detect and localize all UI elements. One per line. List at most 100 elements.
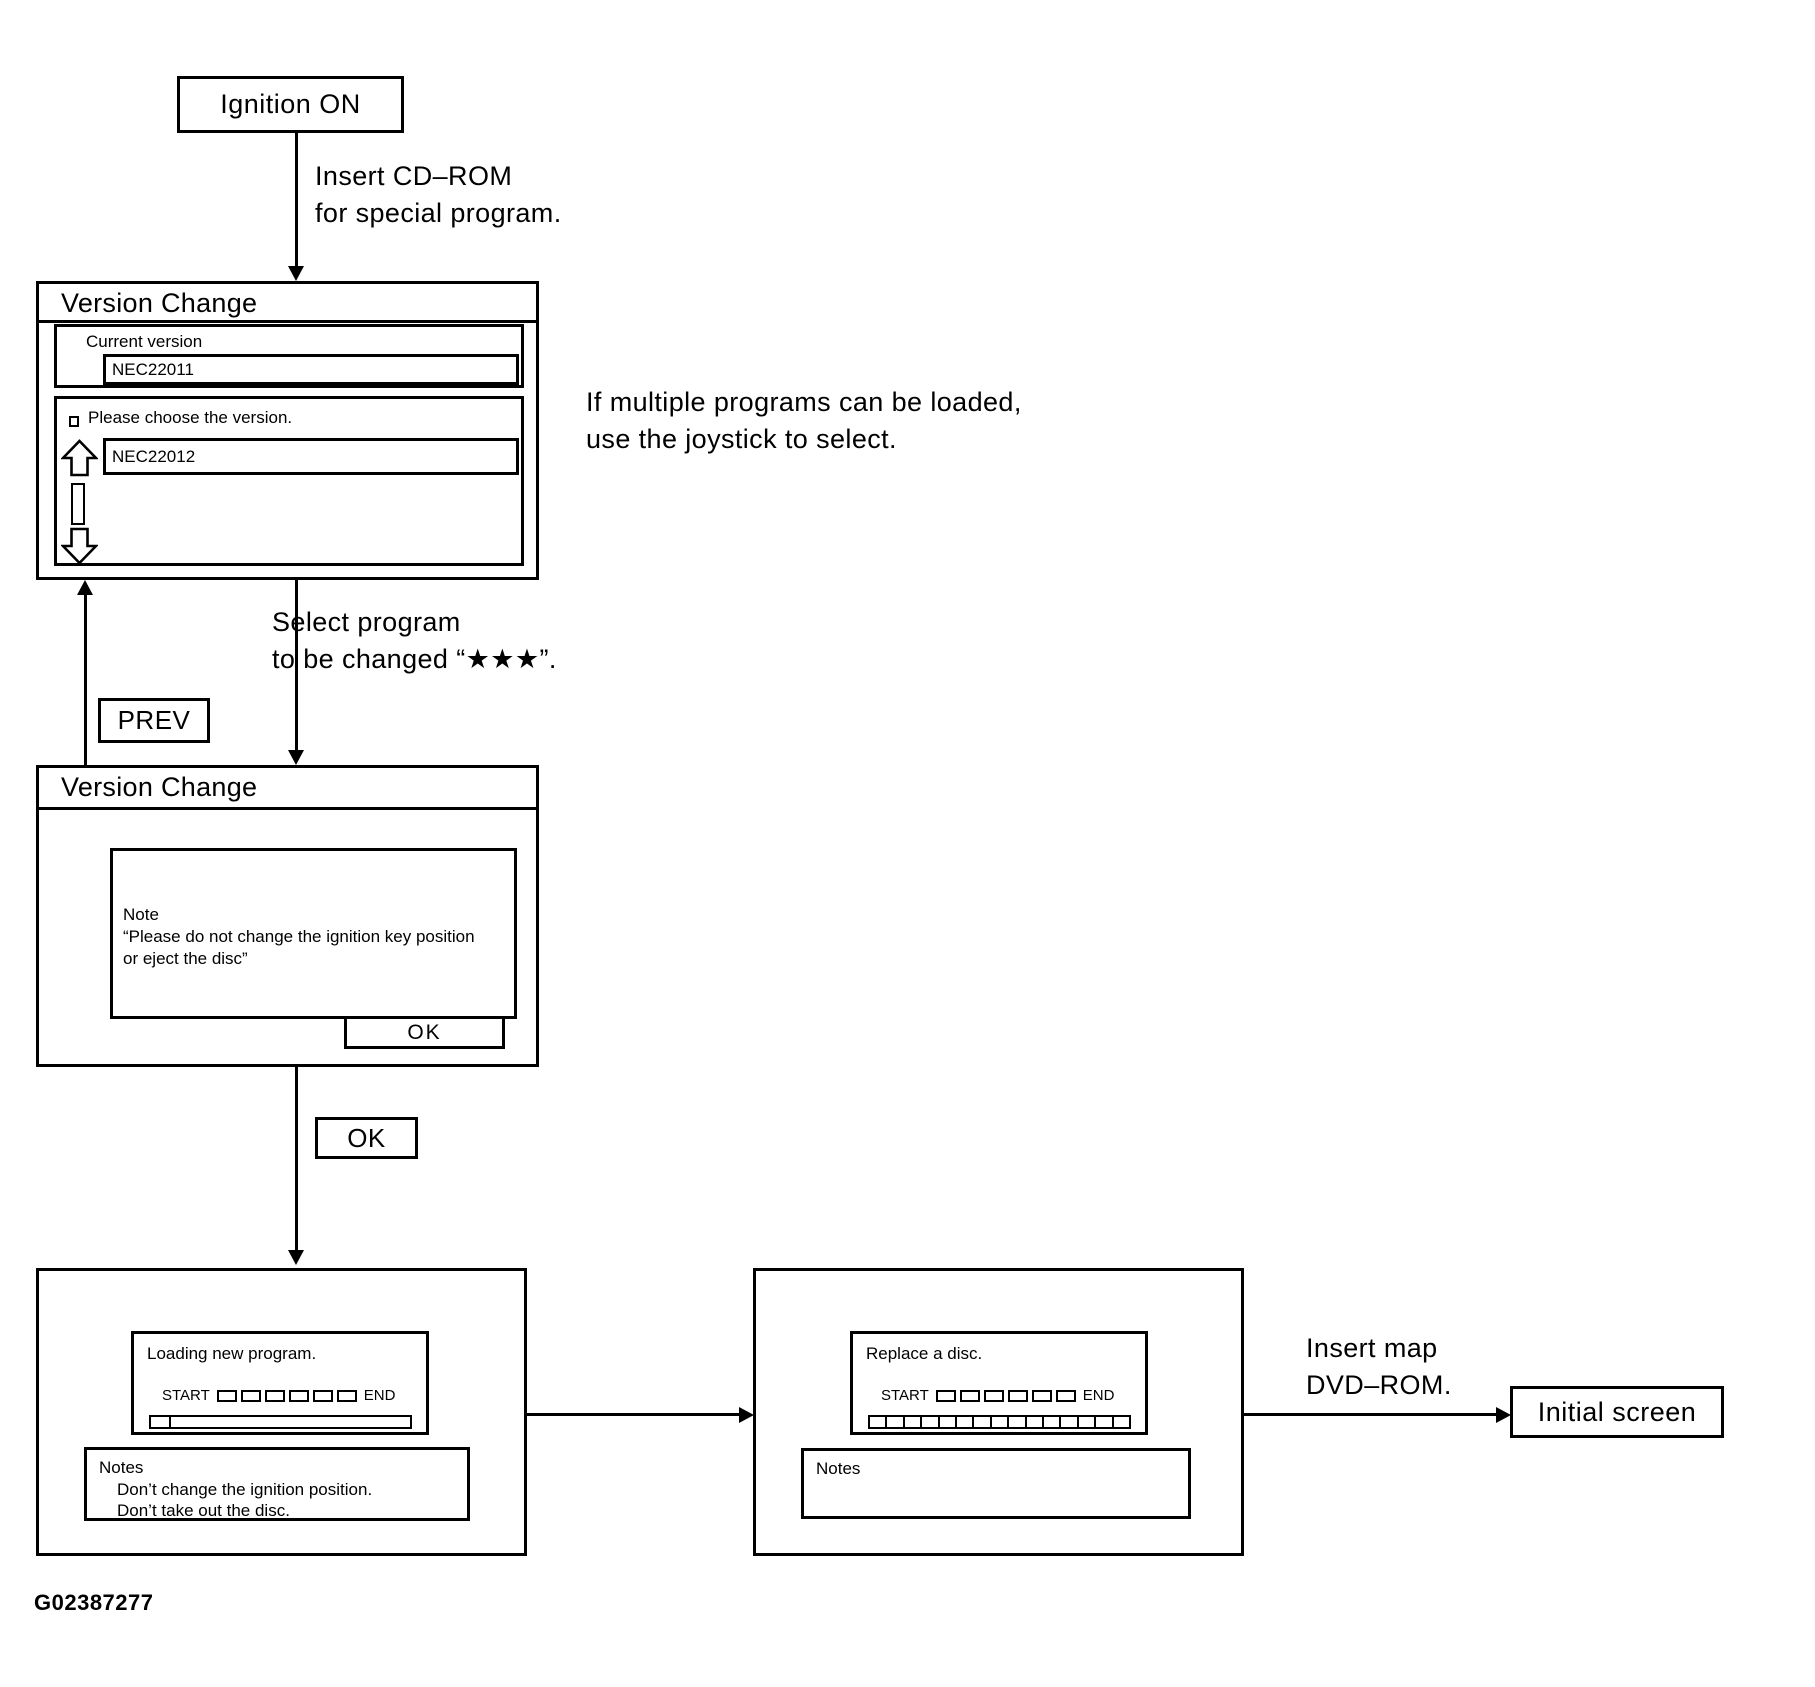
select-program-note-line2: to be changed “★★★”. <box>272 644 557 674</box>
pcell-segment <box>957 1417 975 1427</box>
connector-screen1-to-screen2 <box>295 580 298 752</box>
mbox-segment <box>216 1389 237 1402</box>
meter-boxes <box>935 1389 1076 1402</box>
pcell-segment <box>940 1417 958 1427</box>
joystick-note-line2: use the joystick to select. <box>586 424 897 454</box>
current-version-field: NEC22011 <box>103 354 519 385</box>
ok-node: OK <box>315 1117 418 1159</box>
initial-screen-node: Initial screen <box>1510 1386 1724 1438</box>
note-line-1: Don’t change the ignition position. <box>117 1480 373 1499</box>
pcell-segment <box>887 1417 905 1427</box>
joystick-note-line1: If multiple programs can be loaded, <box>586 387 1022 417</box>
mbox-segment <box>959 1389 980 1402</box>
mbox-segment <box>935 1389 956 1402</box>
pcell-segment <box>992 1417 1010 1427</box>
note-line2: or eject the disc” <box>123 949 248 968</box>
selected-version-value: NEC22012 <box>112 446 196 466</box>
title-divider <box>39 807 536 810</box>
replace-meter-row: START END <box>881 1387 1114 1404</box>
arrowhead-down-icon <box>288 1250 304 1265</box>
initial-screen-label: Initial screen <box>1537 1396 1697 1427</box>
screen2-title: Version Change <box>61 772 258 802</box>
prev-button-node: PREV <box>98 698 210 743</box>
meter-end-label: END <box>363 1387 396 1404</box>
pcell-segment <box>974 1417 992 1427</box>
notes-title: Notes <box>99 1458 144 1477</box>
loading-message: Loading new program. <box>147 1344 317 1363</box>
mbox-segment <box>983 1389 1004 1402</box>
version-select-field: NEC22012 <box>103 438 519 475</box>
pcell-segment <box>922 1417 940 1427</box>
progress-bar <box>149 1415 412 1429</box>
segmented-progress-bar <box>868 1415 1131 1429</box>
pcell-segment <box>1027 1417 1045 1427</box>
replace-disc-node: Replace a disc. START END Notes <box>753 1268 1244 1556</box>
mbox-segment <box>264 1389 285 1402</box>
scroll-track <box>71 483 85 525</box>
insert-dvd-note-line1: Insert map <box>1306 1333 1438 1363</box>
scroll-up-icon <box>59 439 100 477</box>
ignition-on-label: Ignition ON <box>220 89 361 119</box>
connector-prev-return <box>84 593 87 765</box>
note-dialog-body: Note “Please do not change the ignition … <box>123 904 475 970</box>
pcell-segment <box>1009 1417 1027 1427</box>
replace-message: Replace a disc. <box>866 1344 983 1363</box>
progress-start-cell <box>151 1417 171 1427</box>
meter-end-label: END <box>1082 1387 1115 1404</box>
bullet-square-icon <box>69 416 79 427</box>
notes-title: Notes <box>816 1459 861 1478</box>
current-version-panel: Current version NEC22011 <box>54 324 524 388</box>
arrowhead-right-icon <box>1496 1407 1511 1423</box>
select-program-note-line1: Select program <box>272 607 461 637</box>
joystick-note: If multiple programs can be loaded, use … <box>586 384 1022 458</box>
figure-id: G02387277 <box>34 1590 154 1615</box>
arrowhead-up-icon <box>77 580 93 595</box>
ok-button-label: OK <box>407 1020 442 1044</box>
mbox-segment <box>1055 1389 1076 1402</box>
mbox-segment <box>336 1389 357 1402</box>
replace-dialog: Replace a disc. START END <box>850 1331 1148 1435</box>
version-change-screen-2: Version Change Note “Please do not chang… <box>36 765 539 1067</box>
ok-button: OK <box>344 1016 505 1049</box>
meter-boxes <box>216 1389 357 1402</box>
connector-ignition-to-screen1 <box>295 133 298 268</box>
prev-button-label: PREV <box>117 705 191 735</box>
pcell-segment <box>1044 1417 1062 1427</box>
pcell-segment <box>1079 1417 1097 1427</box>
screen1-title: Version Change <box>61 288 258 318</box>
connector-screen2-to-screen3 <box>295 1067 298 1252</box>
mbox-segment <box>1031 1389 1052 1402</box>
current-version-label: Current version <box>86 332 203 351</box>
loading-dialog: Loading new program. START END <box>131 1331 429 1435</box>
version-change-screen-1: Version Change Current version NEC22011 … <box>36 281 539 580</box>
pcell-segment <box>1096 1417 1114 1427</box>
loading-notes-panel: Notes Don’t change the ignition position… <box>84 1447 470 1521</box>
select-program-note: Select program to be changed “★★★”. <box>272 604 557 678</box>
pcell-segment <box>870 1417 888 1427</box>
mbox-segment <box>312 1389 333 1402</box>
choose-version-panel: Please choose the version. NEC22012 <box>54 396 524 566</box>
arrowhead-right-icon <box>739 1407 754 1423</box>
insert-cdrom-note-line2: for special program. <box>315 198 562 228</box>
note-title: Note <box>123 905 159 924</box>
insert-cdrom-note: Insert CD–ROM for special program. <box>315 158 562 232</box>
connector-screen4-to-initial <box>1244 1413 1498 1416</box>
current-version-value: NEC22011 <box>112 359 194 379</box>
mbox-segment <box>1007 1389 1028 1402</box>
note-line-2: Don’t take out the disc. <box>117 1501 290 1520</box>
choose-version-prompt: Please choose the version. <box>88 408 293 427</box>
pcell-segment <box>905 1417 923 1427</box>
replace-notes-panel: Notes <box>801 1448 1191 1519</box>
insert-dvd-note: Insert map DVD–ROM. <box>1306 1330 1452 1404</box>
note-dialog: Note “Please do not change the ignition … <box>110 848 517 1019</box>
mbox-segment <box>288 1389 309 1402</box>
connector-screen3-to-screen4 <box>527 1413 741 1416</box>
arrowhead-down-icon <box>288 750 304 765</box>
scroll-down-icon <box>59 527 100 565</box>
pcell-segment <box>1061 1417 1079 1427</box>
loading-screen-node: Loading new program. START END Notes Don… <box>36 1268 527 1556</box>
insert-dvd-note-line2: DVD–ROM. <box>1306 1370 1452 1400</box>
ok-node-label: OK <box>347 1122 386 1153</box>
title-divider <box>39 320 536 323</box>
